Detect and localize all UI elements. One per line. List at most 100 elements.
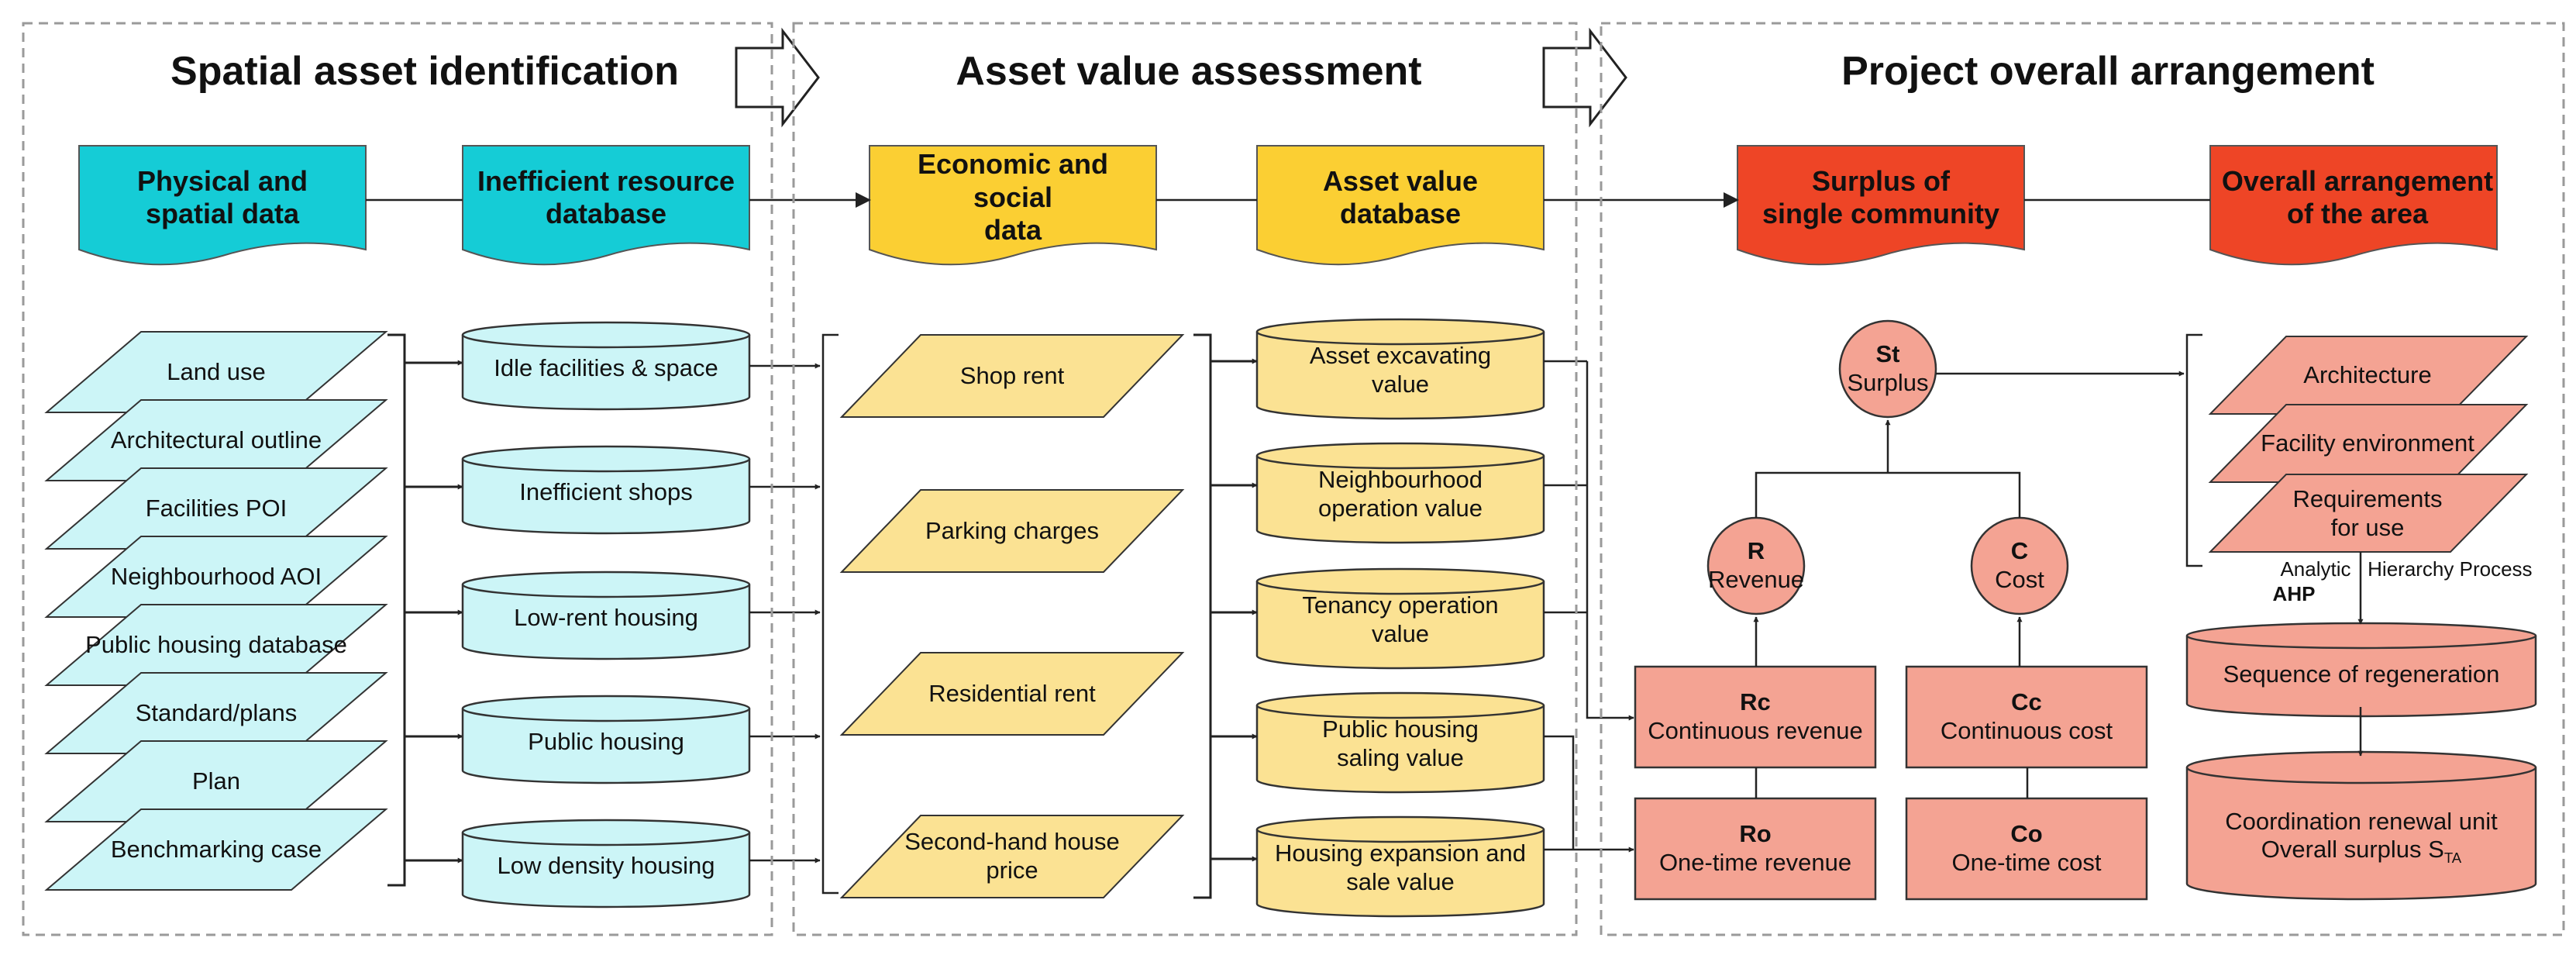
header-asset-db: Asset value database xyxy=(1322,164,1479,229)
co-code: Co xyxy=(2010,820,2043,848)
physical-item: Plan xyxy=(191,767,241,795)
sequence-label: Sequence of regeneration xyxy=(2223,660,2500,688)
stage-arrow-2-icon xyxy=(1542,27,1627,128)
section-1-frame xyxy=(22,22,773,936)
header-physical: Physical and spatial data xyxy=(136,164,308,229)
coordination-cylinder xyxy=(2185,767,2537,901)
value-cylinders xyxy=(1255,318,1545,918)
physical-item: Public housing database xyxy=(85,630,347,658)
resource-cylinder xyxy=(461,459,751,535)
rc-label: Rc Continuous revenue xyxy=(1635,667,1875,767)
value-item: Housing expansion and sale value xyxy=(1274,840,1527,895)
st-circle xyxy=(1838,319,1937,419)
value-cylinder-top xyxy=(1255,567,1545,595)
value-cylinder xyxy=(1255,705,1545,794)
co-box xyxy=(1905,797,2148,901)
value-cylinder xyxy=(1255,581,1545,670)
resource-cylinder-top xyxy=(461,321,751,349)
value-cylinder-top xyxy=(1255,691,1545,719)
section-title-1: Spatial asset identification xyxy=(170,49,679,94)
value-cylinder xyxy=(1255,456,1545,544)
resource-cylinder-top xyxy=(461,695,751,722)
section-3-frame xyxy=(1600,22,2565,936)
resource-cylinder xyxy=(461,708,751,784)
arrangement-shapes xyxy=(2208,336,2529,553)
cc-label: Cc Continuous cost xyxy=(1906,667,2147,767)
co-label: Co One-time cost xyxy=(1906,798,2147,899)
ro-text: One-time revenue xyxy=(1658,849,1852,876)
value-item: Public housing saling value xyxy=(1322,715,1479,771)
value-item: Asset excavating value xyxy=(1309,342,1492,398)
coordination-line1: Coordination renewal unit xyxy=(2225,807,2498,835)
resource-item: Public housing xyxy=(528,727,684,755)
ro-code: Ro xyxy=(1739,820,1772,848)
physical-item: Architectural outline xyxy=(110,426,322,453)
section-2-frame xyxy=(792,22,1578,936)
stage-arrow-1-icon xyxy=(735,27,820,128)
r-text: Revenue xyxy=(1707,566,1805,593)
c-code: C xyxy=(2010,537,2029,565)
economic-header-shape xyxy=(869,145,1157,266)
value-cylinder xyxy=(1255,829,1545,918)
physical-item: Standard/plans xyxy=(135,698,298,726)
resource-item: Low density housing xyxy=(497,851,715,879)
economic-item: Residential rent xyxy=(928,679,1096,707)
st-label: St Surplus xyxy=(1840,329,1936,409)
resource-item: Low-rent housing xyxy=(514,603,698,631)
c-text: Cost xyxy=(1995,566,2044,593)
resource-cylinder-top xyxy=(461,571,751,598)
economic-item: Second-hand house price xyxy=(904,828,1120,884)
arrangement-cylinders xyxy=(2185,622,2537,901)
economic-item: Parking charges xyxy=(925,516,1099,544)
physical-shapes xyxy=(44,331,388,891)
surplus-header-shape xyxy=(1737,145,2025,266)
arrangement-item: Architecture xyxy=(2303,360,2432,388)
st-text: Surplus xyxy=(1847,369,1929,396)
cc-text: Continuous cost xyxy=(1940,717,2113,744)
r-label: R Revenue xyxy=(1700,526,1812,606)
area-header-shape xyxy=(2209,145,2498,266)
coordination-cylinder-top xyxy=(2185,750,2537,784)
rc-code: Rc xyxy=(1740,688,1771,716)
ro-box xyxy=(1634,797,1877,901)
coordination-label: Coordination renewal unit Overall surplu… xyxy=(2187,783,2536,891)
value-item: Neighbourhood operation value xyxy=(1317,466,1483,522)
ro-label: Ro One-time revenue xyxy=(1635,798,1875,899)
arrangement-item: Requirements for use xyxy=(2292,485,2443,541)
header-overall-area: Overall arrangement of the area xyxy=(2221,164,2494,229)
physical-item: Benchmarking case xyxy=(110,835,322,863)
resource-item: Idle facilities & space xyxy=(494,353,718,381)
ahp-label: Analytic Hierarchy Process xyxy=(2280,557,2533,581)
section-title-3: Project overall arrangement xyxy=(1841,49,2375,94)
coordination-line2: Overall surplus STA xyxy=(2261,836,2461,867)
st-code: St xyxy=(1875,340,1900,368)
rc-text: Continuous revenue xyxy=(1648,717,1863,744)
resource-cylinder-top xyxy=(461,445,751,473)
resource-item: Inefficient shops xyxy=(519,478,693,505)
r-code: R xyxy=(1747,537,1765,565)
value-cylinder xyxy=(1255,332,1545,420)
inefficient-header-shape xyxy=(462,145,750,266)
coordination-surplus-text: Overall surplus S xyxy=(2261,836,2444,864)
header-inefficient-db: Inefficient resource database xyxy=(477,164,735,229)
co-text: One-time cost xyxy=(1951,849,2102,876)
economic-item: Shop rent xyxy=(959,361,1065,389)
value-item: Tenancy operation value xyxy=(1302,591,1499,647)
arrangement-item: Facility environment xyxy=(2261,429,2474,457)
c-label: C Cost xyxy=(1972,526,2068,606)
ahp-abbrev: AHP xyxy=(2272,581,2316,605)
physical-item: Facilities POI xyxy=(145,494,288,522)
resource-cylinder-top xyxy=(461,819,751,846)
coordination-surplus-subscript: TA xyxy=(2443,850,2462,867)
value-cylinder-top xyxy=(1255,442,1545,470)
physical-item: Land use xyxy=(167,357,266,385)
header-economic: Economic and social data xyxy=(917,148,1109,247)
resource-cylinder xyxy=(461,584,751,660)
resource-cylinders xyxy=(461,321,751,908)
resource-cylinder xyxy=(461,833,751,908)
value-cylinder-top xyxy=(1255,318,1545,346)
economic-shapes xyxy=(839,334,1185,898)
cc-box xyxy=(1905,665,2148,769)
